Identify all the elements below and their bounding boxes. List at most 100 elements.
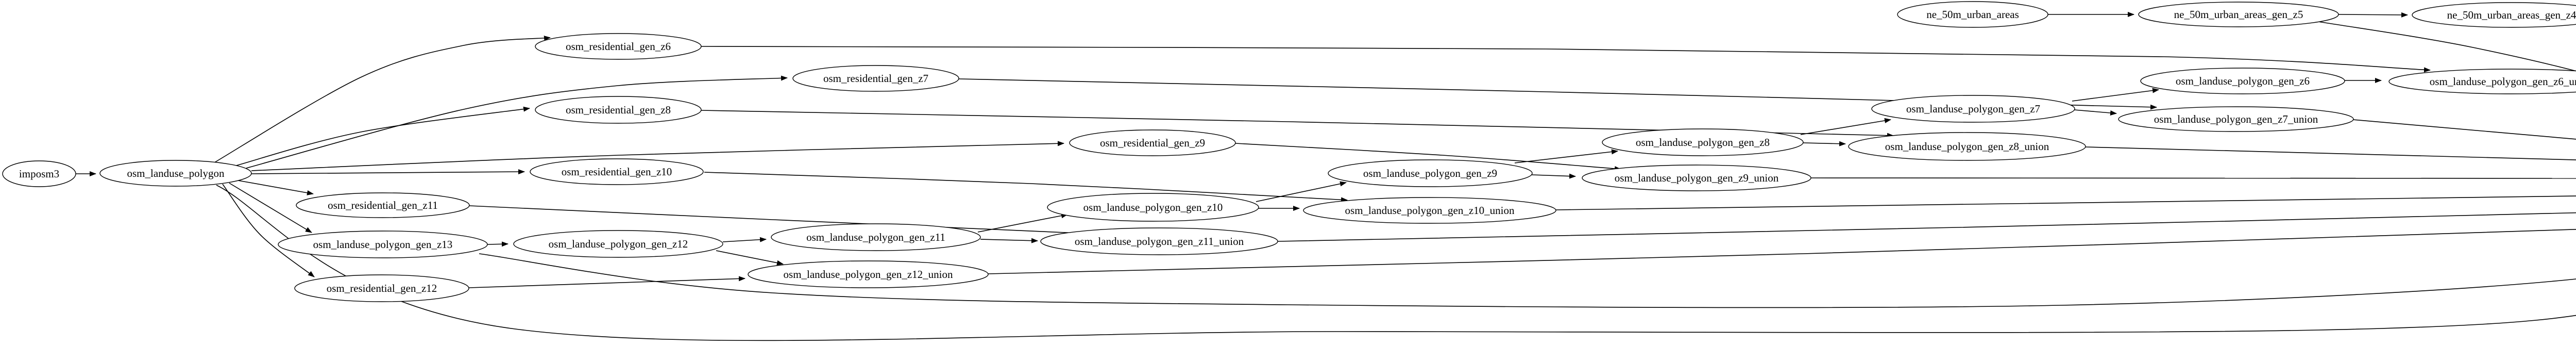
- node-ellipse-imposm3: [2, 160, 76, 187]
- node-ne_50m_urban_areas_gen_z4: ne_50m_urban_areas_gen_z4: [2412, 2, 2576, 28]
- node-osm_residential_gen_z6: osm_residential_gen_z6: [535, 33, 702, 60]
- edge-osm_landuse_polygon_gen_z12-to-osm_landuse_polygon_gen_z11: [722, 237, 767, 242]
- node-label-osm_landuse_polygon_gen_z11_union: osm_landuse_polygon_gen_z11_union: [1075, 235, 1244, 248]
- edge-osm_residential_gen_z12-to-osm_landuse_polygon_gen_z12_union: [468, 276, 745, 288]
- edge-osm_landuse_polygon_gen_z11_union-to-layer_landuse-z11: [1277, 212, 2576, 242]
- edge-osm_landuse_polygon_gen_z12_union-to-layer_landuse-z12: [988, 229, 2576, 274]
- node-ellipse-osm_landuse_polygon_gen_z9_union: [1582, 164, 1811, 191]
- node-osm_residential_gen_z8: osm_residential_gen_z8: [535, 96, 702, 124]
- edge-osm_landuse_polygon-to-osm_residential_gen_z8: [234, 106, 530, 167]
- edge-osm_landuse_polygon_gen_z7-to-osm_landuse_polygon_gen_z6: [2072, 88, 2159, 102]
- edge-osm_landuse_polygon_gen_z10_union-to-layer_landuse-z10: [1555, 195, 2576, 210]
- node-osm_landuse_polygon_gen_z6: osm_landuse_polygon_gen_z6: [2140, 68, 2345, 94]
- node-ne_50m_urban_areas: ne_50m_urban_areas: [1897, 1, 2048, 28]
- edge-osm_landuse_polygon_gen_z8_union-to-layer_landuse-z8: [2085, 146, 2576, 160]
- node-ellipse-osm_landuse_polygon_gen_z6: [2140, 68, 2345, 94]
- edge-osm_residential_gen_z9-to-osm_landuse_polygon_gen_z9_union: [1235, 143, 1621, 172]
- node-osm_landuse_polygon_gen_z11: osm_landuse_polygon_gen_z11: [771, 223, 981, 251]
- node-osm_landuse_polygon_gen_z9: osm_landuse_polygon_gen_z9: [1328, 159, 1533, 187]
- node-label-ne_50m_urban_areas_gen_z5: ne_50m_urban_areas_gen_z5: [2174, 8, 2303, 21]
- node-osm_landuse_polygon: osm_landuse_polygon: [99, 160, 252, 187]
- edge-osm_landuse_polygon_gen_z13-to-layer_landuse-z13: [479, 253, 2576, 308]
- edge-osm_landuse_polygon_gen_z7-to-osm_landuse_polygon_gen_z7_union: [2074, 109, 2117, 116]
- edge-osm_landuse_polygon-to-osm_residential_gen_z6: [210, 36, 551, 166]
- node-osm_landuse_polygon_gen_z9_union: osm_landuse_polygon_gen_z9_union: [1582, 164, 1811, 191]
- node-ellipse-osm_residential_gen_z9: [1069, 129, 1236, 156]
- edge-osm_landuse_polygon-to-osm_residential_gen_z9: [251, 141, 1064, 171]
- node-ellipse-osm_landuse_polygon_gen_z10: [1047, 193, 1259, 222]
- node-ellipse-osm_landuse_polygon_gen_z9: [1328, 159, 1533, 187]
- node-label-osm_landuse_polygon_gen_z6_union: osm_landuse_polygon_gen_z6_union: [2430, 75, 2576, 88]
- node-label-osm_residential_gen_z11: osm_residential_gen_z11: [328, 199, 438, 211]
- node-ellipse-osm_landuse_polygon_gen_z7_union: [2118, 106, 2354, 132]
- node-osm_residential_gen_z12: osm_residential_gen_z12: [294, 274, 469, 302]
- node-osm_landuse_polygon_gen_z13: osm_landuse_polygon_gen_z13: [278, 231, 488, 258]
- node-ellipse-ne_50m_urban_areas: [1897, 1, 2048, 28]
- node-osm_landuse_polygon_gen_z8_union: osm_landuse_polygon_gen_z8_union: [1848, 132, 2086, 161]
- node-label-osm_residential_gen_z10: osm_residential_gen_z10: [562, 166, 672, 178]
- node-label-osm_landuse_polygon_gen_z6: osm_landuse_polygon_gen_z6: [2176, 75, 2310, 87]
- node-osm_landuse_polygon_gen_z11_union: osm_landuse_polygon_gen_z11_union: [1040, 227, 1278, 255]
- node-ellipse-osm_landuse_polygon_gen_z8: [1602, 128, 1804, 156]
- node-osm_landuse_polygon_gen_z12_union: osm_landuse_polygon_gen_z12_union: [748, 260, 989, 288]
- node-label-osm_landuse_polygon_gen_z11: osm_landuse_polygon_gen_z11: [806, 231, 945, 243]
- edge-osm_residential_gen_z11-to-osm_landuse_polygon_gen_z11_union: [469, 205, 1090, 236]
- node-osm_landuse_polygon_gen_z6_union: osm_landuse_polygon_gen_z6_union: [2388, 69, 2576, 94]
- node-imposm3: imposm3: [2, 160, 76, 187]
- node-label-osm_landuse_polygon_gen_z12: osm_landuse_polygon_gen_z12: [549, 238, 688, 250]
- edges-layer: [76, 12, 2576, 341]
- node-ellipse-osm_residential_gen_z7: [792, 65, 959, 92]
- node-label-osm_residential_gen_z9: osm_residential_gen_z9: [1100, 137, 1205, 149]
- node-ellipse-osm_landuse_polygon_gen_z10_union: [1303, 197, 1556, 224]
- node-ellipse-osm_landuse_polygon_gen_z11: [771, 223, 981, 251]
- node-label-osm_landuse_polygon_gen_z8_union: osm_landuse_polygon_gen_z8_union: [1885, 140, 2049, 153]
- node-label-osm_residential_gen_z6: osm_residential_gen_z6: [566, 40, 671, 53]
- edge-osm_residential_gen_z6-to-osm_landuse_polygon_gen_z6_union: [701, 46, 2431, 73]
- edge-osm_residential_gen_z10-to-osm_landuse_polygon_gen_z10_union: [704, 172, 1348, 203]
- node-ne_50m_urban_areas_gen_z5: ne_50m_urban_areas_gen_z5: [2138, 2, 2339, 27]
- edge-osm_landuse_polygon-to-osm_landuse_polygon_gen_z13: [229, 183, 312, 233]
- node-osm_landuse_polygon_gen_z10_union: osm_landuse_polygon_gen_z10_union: [1303, 197, 1556, 224]
- edge-osm_landuse_polygon_gen_z7_union-to-layer_landuse-z7: [2352, 119, 2576, 140]
- node-label-ne_50m_urban_areas_gen_z4: ne_50m_urban_areas_gen_z4: [2447, 9, 2576, 21]
- edge-osm_landuse_polygon_gen_z9-to-osm_landuse_polygon_gen_z9_union: [1531, 173, 1576, 179]
- node-label-osm_residential_gen_z8: osm_residential_gen_z8: [566, 104, 671, 116]
- node-label-ne_50m_urban_areas: ne_50m_urban_areas: [1926, 8, 2019, 21]
- node-osm_landuse_polygon_gen_z8: osm_landuse_polygon_gen_z8: [1602, 128, 1804, 156]
- nodes-layer: imposm3 osm_landuse_polygon osm_residentia…: [2, 1, 2576, 302]
- node-label-osm_landuse_polygon: osm_landuse_polygon: [127, 167, 225, 179]
- node-label-osm_landuse_polygon_gen_z13: osm_landuse_polygon_gen_z13: [313, 238, 453, 251]
- node-ellipse-osm_landuse_polygon_gen_z6_union: [2388, 69, 2576, 94]
- node-ellipse-osm_residential_gen_z10: [530, 158, 704, 185]
- node-osm_landuse_polygon_gen_z10: osm_landuse_polygon_gen_z10: [1047, 193, 1259, 222]
- node-ellipse-osm_residential_gen_z8: [535, 96, 702, 124]
- node-label-osm_landuse_polygon_gen_z7: osm_landuse_polygon_gen_z7: [1906, 103, 2040, 115]
- node-osm_residential_gen_z10: osm_residential_gen_z10: [530, 158, 704, 185]
- node-osm_landuse_polygon_gen_z12: osm_landuse_polygon_gen_z12: [513, 230, 723, 258]
- edge-osm_landuse_polygon-to-layer_landuse-z14+: [216, 185, 2576, 341]
- node-ellipse-osm_landuse_polygon_gen_z7: [1871, 95, 2075, 123]
- node-ellipse-osm_residential_gen_z11: [296, 192, 470, 218]
- node-label-osm_landuse_polygon_gen_z9_union: osm_landuse_polygon_gen_z9_union: [1615, 172, 1779, 184]
- node-osm_landuse_polygon_gen_z7_union: osm_landuse_polygon_gen_z7_union: [2118, 106, 2354, 132]
- node-osm_residential_gen_z11: osm_residential_gen_z11: [296, 192, 470, 218]
- node-osm_landuse_polygon_gen_z7: osm_landuse_polygon_gen_z7: [1871, 95, 2075, 123]
- node-ellipse-osm_landuse_polygon_gen_z11_union: [1040, 227, 1278, 255]
- edge-osm_landuse_polygon-to-osm_residential_gen_z7: [246, 75, 788, 169]
- node-ellipse-osm_residential_gen_z6: [535, 33, 702, 60]
- node-osm_residential_gen_z9: osm_residential_gen_z9: [1069, 129, 1236, 156]
- node-ellipse-osm_landuse_polygon_gen_z8_union: [1848, 132, 2086, 161]
- node-ellipse-osm_residential_gen_z12: [294, 274, 469, 302]
- node-ellipse-ne_50m_urban_areas_gen_z4: [2412, 2, 2576, 28]
- node-label-imposm3: imposm3: [19, 168, 59, 180]
- node-ellipse-osm_landuse_polygon: [99, 160, 252, 187]
- node-label-osm_landuse_polygon_gen_z12_union: osm_landuse_polygon_gen_z12_union: [784, 268, 953, 281]
- node-ellipse-osm_landuse_polygon_gen_z12_union: [748, 260, 989, 288]
- node-label-osm_landuse_polygon_gen_z10_union: osm_landuse_polygon_gen_z10_union: [1345, 204, 1515, 217]
- node-osm_residential_gen_z7: osm_residential_gen_z7: [792, 65, 959, 92]
- edge-osm_landuse_polygon-to-osm_residential_gen_z11: [238, 180, 314, 195]
- edge-osm_landuse_polygon_gen_z12-to-osm_landuse_polygon_gen_z12_union: [716, 250, 784, 266]
- node-label-osm_residential_gen_z12: osm_residential_gen_z12: [327, 282, 437, 294]
- node-label-osm_landuse_polygon_gen_z10: osm_landuse_polygon_gen_z10: [1083, 201, 1223, 213]
